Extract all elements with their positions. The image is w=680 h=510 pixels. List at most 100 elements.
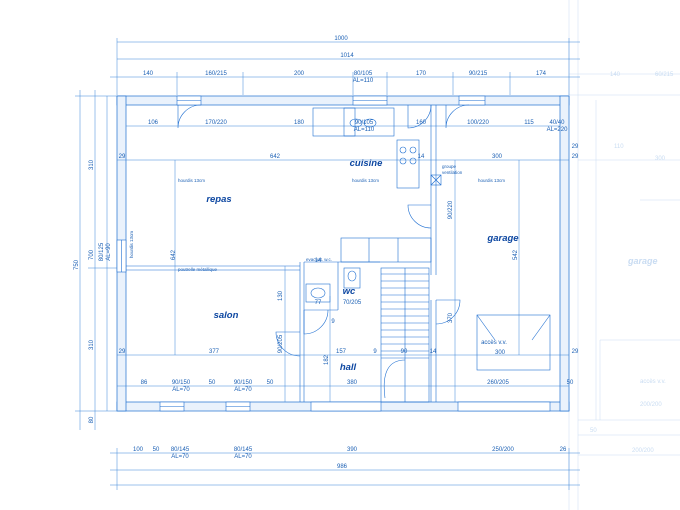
ghost-dim-200-a: 200/200 — [640, 402, 662, 408]
dim-29-b: 29 — [572, 154, 579, 160]
dim-377: 377 — [209, 349, 220, 355]
room-hall: hall — [340, 362, 357, 373]
note-hourdis-2: hourdis 13cm — [352, 178, 379, 183]
dim-1014: 1014 — [340, 53, 354, 59]
note-hourdis-3: hourdis 13cm — [478, 178, 505, 183]
annotations: hourdis 13cm hourdis 13cm hourdis 13cm p… — [129, 164, 507, 356]
dim-al70-bottom-b: AL=70 — [234, 454, 252, 460]
dim-106: 106 — [148, 120, 159, 126]
garage-hatch — [476, 314, 551, 371]
dim-al70-bottom-a: AL=70 — [171, 454, 189, 460]
room-labels: cuisine repas garage salon wc hall — [206, 158, 519, 373]
dim-90-150-a: 90/150 — [172, 380, 191, 386]
dim-174: 174 — [536, 71, 547, 77]
dim-370: 370 — [448, 312, 454, 323]
note-groupe: groupe — [442, 164, 457, 169]
note-ventilation: ventilation — [442, 170, 463, 175]
dim-80-145-a: 80/145 — [171, 447, 190, 453]
dim-29-c: 29 — [119, 349, 126, 355]
ghost-acces: accès v.v. — [640, 379, 666, 385]
note-acces-value: 300 — [495, 350, 506, 356]
dim-50: 50 — [153, 447, 160, 453]
dim-80-125: 80/125 — [99, 242, 105, 261]
note-evacuation: evacuat. w.c. — [306, 257, 332, 262]
dim-40-40: 40/40 — [549, 120, 565, 126]
dim-al70-a: AL=70 — [172, 387, 190, 393]
dim-9-a: 9 — [373, 349, 377, 355]
dim-9-b: 9 — [331, 319, 335, 325]
dim-al110: AL=110 — [353, 78, 374, 84]
dim-90-150-b: 90/150 — [234, 380, 253, 386]
ghost-dim-140: 140 — [610, 72, 621, 78]
dim-80-left: 80 — [89, 416, 95, 423]
dim-390: 390 — [347, 447, 358, 453]
ghost-garage-label: garage — [627, 256, 658, 266]
dim-250-200: 250/200 — [492, 447, 514, 453]
left-dimensions: 750 700 310 310 80/125 AL=90 80 — [74, 90, 117, 430]
doors — [177, 104, 470, 357]
dim-29-e: 29 — [572, 144, 579, 150]
top-dimensions: 1000 1014 140 160/215 200 80/105 AL=110 … — [110, 36, 580, 95]
bottom-dimensions: 100 50 80/145 AL=70 80/145 AL=70 390 250… — [110, 447, 580, 490]
kitchen-fixtures — [312, 107, 442, 263]
dim-29-a: 29 — [119, 154, 126, 160]
room-garage: garage — [486, 233, 519, 244]
dim-700: 700 — [89, 249, 95, 260]
dim-26: 26 — [560, 447, 567, 453]
ghost-dim-300: 300 — [655, 156, 666, 162]
dim-90: 90 — [401, 349, 408, 355]
dim-100: 100 — [133, 447, 144, 453]
ghost-dim-110: 110 — [614, 144, 624, 150]
dim-1000: 1000 — [334, 36, 348, 42]
dim-542: 542 — [513, 249, 519, 260]
dim-80-145-b: 80/145 — [234, 447, 253, 453]
windows — [116, 95, 551, 412]
dim-90-220: 90/220 — [448, 200, 454, 219]
dim-50-c: 50 — [567, 380, 574, 386]
dim-86: 86 — [141, 380, 148, 386]
note-acces: accès v.v. — [481, 340, 507, 346]
room-salon: salon — [214, 310, 239, 321]
dim-14-c: 14 — [315, 258, 322, 264]
dim-140: 140 — [143, 71, 154, 77]
note-hourdis-1: hourdis 13cm — [178, 178, 205, 183]
ghost-dim-200-b: 200/200 — [632, 448, 654, 454]
dim-14-b: 14 — [430, 349, 437, 355]
dim-160-215: 160/215 — [205, 71, 227, 77]
dim-14-a: 14 — [418, 154, 425, 160]
ghost-plan: 140 60/215 110 300 garage accès v.v. 200… — [568, 0, 680, 510]
dim-642-v: 642 — [171, 249, 177, 260]
dim-al090: AL=90 — [106, 243, 112, 261]
dim-77: 77 — [315, 300, 322, 306]
dim-310-a: 310 — [89, 159, 95, 170]
dim-750: 750 — [74, 259, 80, 270]
dim-70-205: 70/205 — [343, 300, 362, 306]
dim-50-b: 50 — [267, 380, 274, 386]
wc-fixtures — [305, 267, 361, 303]
dim-al70-b: AL=70 — [234, 387, 252, 393]
room-cuisine: cuisine — [350, 158, 383, 169]
dim-90-105: 90/105 — [355, 120, 374, 126]
dim-642: 642 — [270, 154, 281, 160]
dim-170-220: 170/220 — [205, 120, 227, 126]
dim-157: 157 — [336, 349, 347, 355]
dim-180: 180 — [294, 120, 305, 126]
dim-310-b: 310 — [89, 339, 95, 350]
dim-260-205: 260/205 — [487, 380, 509, 386]
note-hourdis-4: hourdis 13cm — [129, 231, 134, 258]
staircase — [380, 267, 430, 403]
dim-986: 986 — [337, 464, 348, 470]
room-wc: wc — [343, 286, 356, 297]
dim-90-215: 90/215 — [469, 71, 488, 77]
dim-50-a: 50 — [209, 380, 216, 386]
dim-160: 160 — [416, 120, 427, 126]
interior-dimensions: 106 170/220 180 90/105 AL=110 160 100/22… — [117, 120, 579, 402]
dim-115: 115 — [524, 120, 534, 126]
dim-al110-inner: AL=110 — [354, 127, 375, 133]
room-repas: repas — [206, 194, 231, 205]
dim-al220: AL=220 — [547, 127, 569, 133]
dim-170: 170 — [416, 71, 427, 77]
dim-80-105: 80/105 — [354, 71, 373, 77]
note-poutrelle: poutrelle métallique — [178, 267, 218, 272]
